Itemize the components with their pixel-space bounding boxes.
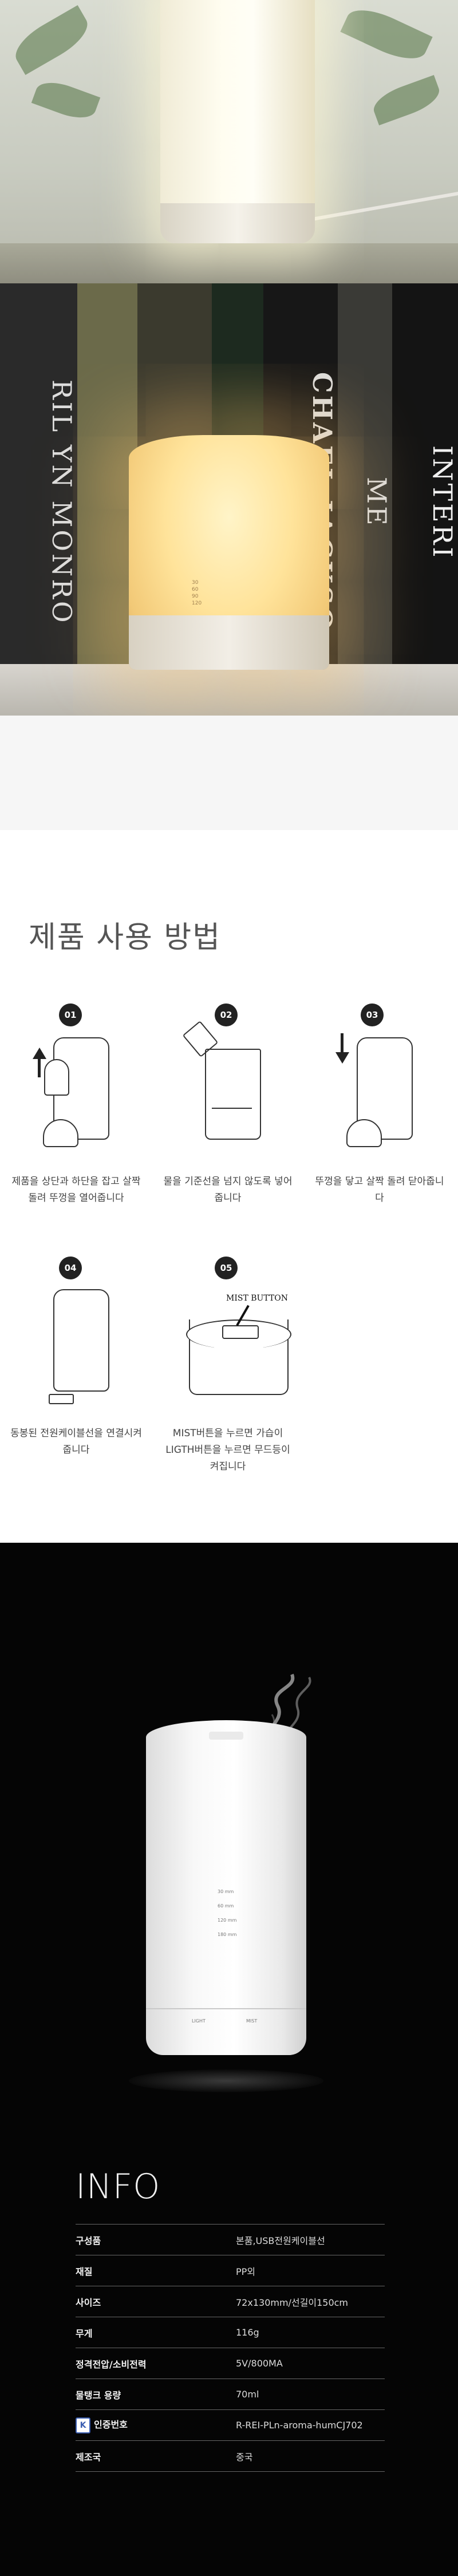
leaf-decoration [340, 1, 433, 68]
arrow-down-icon [341, 1033, 344, 1053]
product-hero-dark: 30 mm 60 mm 120 mm 180 mm LIGHT MIST [0, 1543, 458, 2167]
humidifier-body: 30 mm 60 mm 120 mm 180 mm LIGHT MIST [146, 1720, 306, 2055]
step-2-illustration [172, 1020, 286, 1174]
leaf-decoration [8, 5, 95, 75]
shelf [0, 243, 458, 283]
step-number: 05 [215, 1257, 238, 1279]
fill-line [212, 1108, 252, 1109]
step-1-illustration [20, 1025, 135, 1174]
kc-certification-icon: K [76, 2417, 90, 2433]
table-surface [0, 664, 458, 716]
product-photo-books: RIL YN MONRO Hotel B CHAEL JACKSO ME INT… [0, 283, 458, 716]
arrow-up-icon [38, 1058, 41, 1077]
scale-label: 30 mm [218, 1889, 234, 1894]
light-button-label: LIGHT [192, 2018, 206, 2024]
product-photo-top [0, 0, 458, 283]
step-number: 03 [361, 1003, 384, 1026]
step-5-illustration: MIST BUTTON [172, 1277, 303, 1425]
mist-button-label: MIST [246, 2018, 258, 2024]
step-3-illustration [323, 1025, 438, 1174]
usb-cable [311, 191, 458, 221]
step-description: 동봉된 전원케이블선을 연결시켜 줍니다 [10, 1428, 142, 1456]
leaf-decoration [31, 76, 101, 125]
book-spine: RIL YN MONRO [0, 283, 77, 716]
book-spine: ME [338, 283, 392, 716]
humidifier-outline [53, 1289, 109, 1392]
step-description: MIST버튼을 누르면 가습이 LIGTH버튼을 누르면 무드등이 켜집니다 [165, 1428, 290, 1472]
mist-outlet [209, 1732, 243, 1740]
info-title: INFO [76, 2167, 161, 2207]
body-seam [146, 2008, 306, 2009]
arrow-up-icon [33, 1048, 46, 1059]
hand-icon [44, 1059, 69, 1096]
reflection [129, 2069, 323, 2092]
scale-label: 60 mm [218, 1903, 234, 1909]
humidifier-base-outline [189, 1319, 289, 1395]
scale-label: 180 mm [218, 1932, 237, 1937]
usb-plug-icon [49, 1394, 74, 1404]
step-number: 01 [59, 1003, 82, 1026]
step-number: 02 [215, 1003, 238, 1026]
step-description: 뚜껑을 닿고 살짝 돌려 닫아줍니다 [315, 1176, 444, 1204]
arrow-down-icon [335, 1052, 349, 1064]
how-to-use-section: 제품 사용 방법 01 제품을 상단과 하단을 잡고 살짝 돌려 뚜껑을 열어줍… [0, 830, 458, 1543]
step-description: 물을 기준선을 넘지 않도록 넣어줍니다 [163, 1176, 293, 1204]
book-spine: INTERI [392, 283, 458, 716]
scale-label: 120 mm [218, 1918, 237, 1923]
hand-icon [346, 1119, 382, 1147]
step-4-illustration [20, 1277, 135, 1425]
open-tank-outline [205, 1049, 261, 1140]
mist-button-label: MIST BUTTON [226, 1294, 288, 1303]
spacer [0, 716, 458, 830]
hand-icon [43, 1119, 78, 1147]
step-number: 04 [59, 1257, 82, 1279]
book-spine [77, 283, 137, 716]
leaf-decoration [369, 74, 444, 126]
section-title: 제품 사용 방법 [29, 920, 222, 955]
step-description: 제품을 상단과 하단을 잡고 살짝 돌려 뚜껑을 열어줍니다 [11, 1176, 141, 1204]
humidifier-lamp [160, 0, 315, 243]
mist-button-icon [222, 1325, 259, 1339]
